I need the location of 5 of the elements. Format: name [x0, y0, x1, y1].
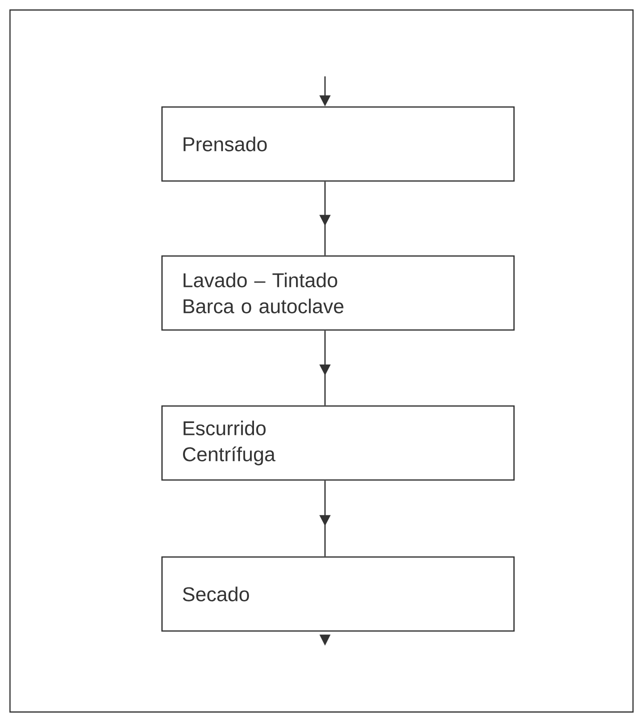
process-box: Lavado – Tintado Barca o autoclave	[161, 255, 515, 331]
process-box: Escurrido Centrífuga	[161, 405, 515, 481]
arrow	[320, 634, 330, 646]
process-box: Prensado	[161, 106, 515, 182]
process-box: Secado	[161, 556, 515, 632]
